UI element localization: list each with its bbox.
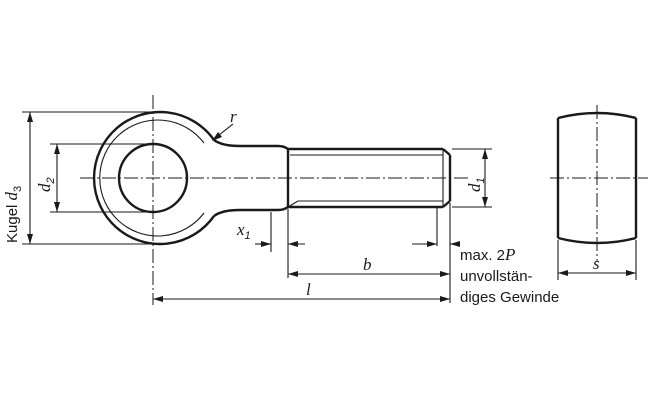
- d1-subscript: 1: [475, 177, 487, 183]
- dimension-l: [153, 296, 450, 302]
- x1-subscript: 1: [245, 230, 251, 242]
- dimension-r: [212, 123, 234, 141]
- svg-text:x1: x1: [236, 220, 251, 242]
- dimension-2p: [412, 203, 460, 303]
- b-label: b: [363, 255, 372, 274]
- note-max: max. 2: [460, 247, 505, 264]
- d2-letter: d: [35, 183, 54, 192]
- s-label: s: [593, 254, 600, 273]
- svg-text:d1: d1: [465, 177, 487, 192]
- d2-subscript: 2: [45, 177, 57, 184]
- dimension-x1: [255, 209, 305, 278]
- dimension-d3: [22, 111, 152, 245]
- dimension-s: [557, 240, 637, 280]
- d1-letter: d: [465, 183, 484, 192]
- eye-ring: [92, 110, 215, 246]
- dimension-d2: [50, 143, 152, 213]
- svg-text:Kugel d3: Kugel d3: [2, 186, 24, 243]
- side-view: [556, 111, 638, 245]
- neck: [213, 139, 289, 217]
- dimension-b: [288, 271, 450, 277]
- svg-text:d2: d2: [35, 177, 57, 192]
- center-lines: [80, 95, 648, 305]
- d3-subscript: 3: [12, 186, 24, 192]
- note-p: P: [504, 245, 515, 264]
- svg-text:max. 2P: max. 2P: [460, 245, 515, 264]
- r-label: r: [230, 107, 237, 126]
- note-line3: diges Gewinde: [460, 289, 559, 306]
- threaded-shank: [286, 147, 452, 209]
- dimension-d1: [452, 148, 492, 208]
- note-line2: unvollstän-: [460, 268, 533, 285]
- x1-letter: x: [236, 220, 245, 239]
- d3-letter: d: [2, 191, 21, 200]
- l-label: l: [306, 280, 311, 299]
- kugel-label: Kugel: [4, 200, 21, 243]
